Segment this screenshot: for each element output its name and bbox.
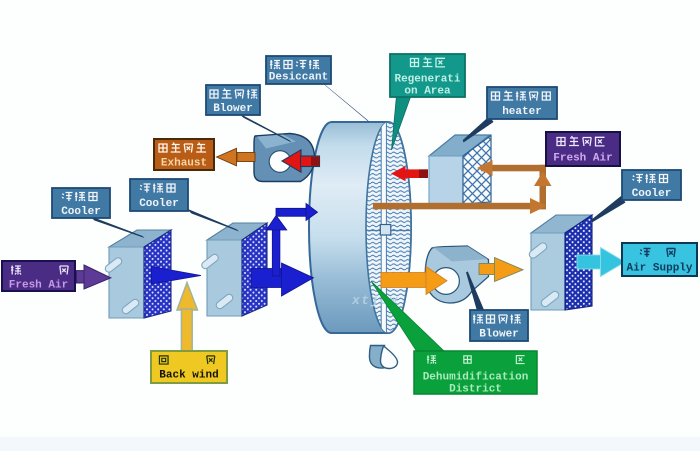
svg-text:Blower: Blower xyxy=(213,103,253,115)
svg-text:on Area: on Area xyxy=(404,86,451,98)
svg-text:Fresh Air: Fresh Air xyxy=(9,280,68,292)
svg-text:Cooler: Cooler xyxy=(61,206,101,218)
svg-text:Exhaust: Exhaust xyxy=(161,158,207,170)
svg-text:Cooler: Cooler xyxy=(139,198,179,210)
svg-text:Desiccant: Desiccant xyxy=(269,72,328,84)
svg-text:Blower: Blower xyxy=(479,329,519,341)
svg-text:Regenerati: Regenerati xyxy=(394,74,460,86)
svg-text:District: District xyxy=(449,384,502,396)
svg-text:Cooler: Cooler xyxy=(632,188,672,200)
svg-text:Fresh Air: Fresh Air xyxy=(553,153,612,165)
svg-text:Dehumidification: Dehumidification xyxy=(423,372,529,384)
svg-text:heater: heater xyxy=(502,106,542,118)
svg-text:Air Supply: Air Supply xyxy=(626,263,692,275)
svg-text:Back wind: Back wind xyxy=(159,370,218,382)
